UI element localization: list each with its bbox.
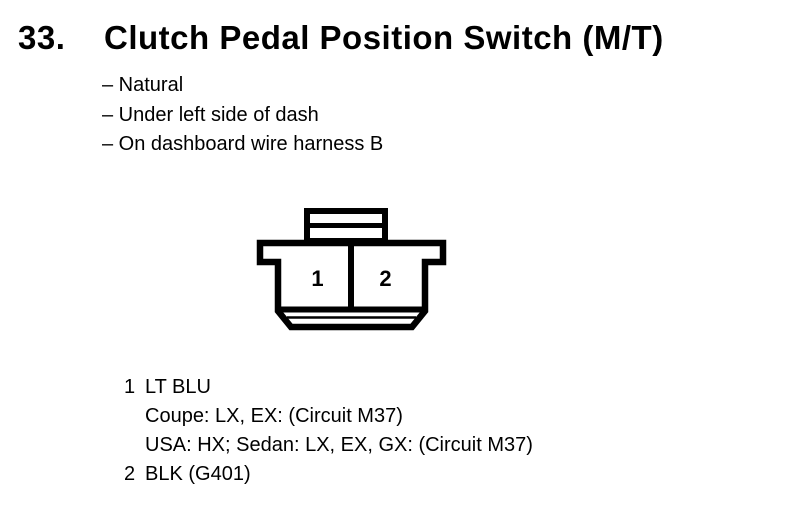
section-number: 33.: [18, 19, 66, 56]
legend-row-pin-2: 2 BLK (G401): [124, 460, 533, 489]
component-notes: – Natural – Under left side of dash – On…: [102, 71, 383, 160]
page-title: Clutch Pedal Position Switch (M/T): [104, 19, 664, 56]
pin-legend: 1 LT BLU Coupe: LX, EX: (Circuit M37) US…: [124, 373, 533, 489]
note-location: – Under left side of dash: [102, 103, 319, 126]
legend-pin-number: 2: [124, 463, 136, 485]
pin-1-label: 1: [311, 266, 323, 291]
legend-pin-2-lines: BLK (G401): [145, 460, 251, 489]
legend-pin-number: 1: [124, 376, 136, 398]
pin-2-label: 2: [379, 266, 391, 291]
legend-wire-color: BLK (G401): [145, 463, 251, 485]
note-harness: – On dashboard wire harness B: [102, 133, 384, 155]
legend-circuit-note: Coupe: LX, EX: (Circuit M37): [145, 405, 403, 427]
legend-wire-color: LT BLU: [145, 376, 211, 398]
legend-row-pin-1: 1 LT BLU Coupe: LX, EX: (Circuit M37) US…: [124, 373, 533, 460]
legend-circuit-note: USA: HX; Sedan: LX, EX, GX: (Circuit M37…: [145, 434, 533, 456]
note-color: – Natural: [102, 74, 184, 96]
connector-diagram: 1 2: [256, 208, 447, 331]
legend-pin-1-lines: LT BLU Coupe: LX, EX: (Circuit M37) USA:…: [145, 373, 533, 460]
connector-latch-tab: [304, 208, 388, 244]
